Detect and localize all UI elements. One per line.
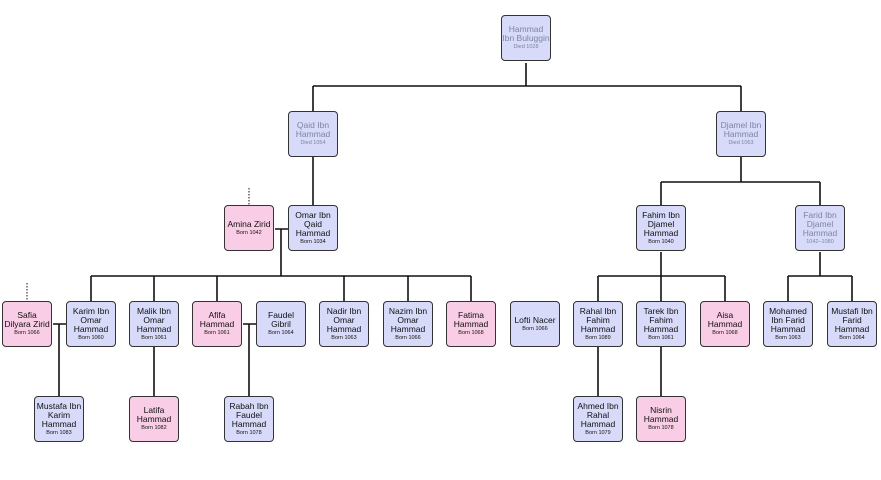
- person-date: Born 1066: [522, 325, 548, 332]
- person-name: Rahal Ibn Fahim Hammad: [579, 305, 617, 334]
- person-card-farid-ibn-djamel-hammad[interactable]: Farid Ibn Djamel Hammad 1042–1080: [795, 205, 845, 251]
- person-card-qaid-ibn-hammad[interactable]: Qaid Ibn Hammad Died 1054: [288, 111, 338, 157]
- person-name: Fahim Ibn Djamel Hammad: [642, 209, 680, 238]
- person-date: Born 1064: [839, 334, 865, 341]
- person-date: Died 1054: [300, 140, 326, 146]
- person-name: Fatima Hammad: [453, 310, 489, 329]
- person-name: Mohamed Ibn Farid Hammad: [769, 305, 807, 334]
- person-name: Nadir Ibn Omar Hammad: [326, 305, 362, 334]
- person-name: Malik Ibn Omar Hammad: [136, 305, 172, 334]
- person-name: Latifa Hammad: [136, 405, 172, 424]
- person-name: Omar Ibn Qaid Hammad: [295, 209, 331, 238]
- person-name: Farid Ibn Djamel Hammad: [802, 209, 838, 238]
- person-date: Born 1042: [236, 229, 262, 236]
- person-card-malik-ibn-omar-hammad[interactable]: Malik Ibn Omar Hammad Born 1061: [129, 301, 179, 347]
- person-card-ahmed-ibn-rahal-hammad[interactable]: Ahmed Ibn Rahal Hammad Born 1079: [573, 396, 623, 442]
- person-date: Born 1063: [775, 334, 801, 341]
- person-name: Rabah Ibn Faudel Hammad: [229, 400, 269, 429]
- person-date: Born 1060: [78, 334, 104, 341]
- person-card-afifa-hammad[interactable]: Afifa Hammad Born 1061: [192, 301, 242, 347]
- person-date: Born 1040: [648, 238, 674, 245]
- person-name: Faudel Gibril: [268, 310, 294, 329]
- person-card-mustafi-ibn-farid-hammad[interactable]: Mustafi Ibn Farid Hammad Born 1064: [827, 301, 877, 347]
- person-date: Born 1066: [14, 330, 40, 336]
- person-date: Died 1028: [513, 44, 539, 50]
- person-name: Djamel Ibn Hammad: [720, 120, 762, 139]
- person-date: Born 1068: [712, 330, 738, 336]
- person-card-aisa-hammad[interactable]: Aisa Hammad Born 1068: [700, 301, 750, 347]
- person-card-djamel-ibn-hammad[interactable]: Djamel Ibn Hammad Died 1063: [716, 111, 766, 157]
- person-card-faudel-gibril[interactable]: Faudel Gibril Born 1064: [256, 301, 306, 347]
- person-date: Born 1083: [46, 429, 72, 436]
- person-date: Born 1082: [141, 425, 167, 431]
- person-card-mustafa-ibn-karim-hammad[interactable]: Mustafa Ibn Karim Hammad Born 1083: [34, 396, 84, 442]
- person-card-nisrin-hammad[interactable]: Nisrin Hammad Born 1078: [636, 396, 686, 442]
- person-name: Afifa Hammad: [199, 310, 235, 329]
- person-name: Safia Dilyara Zirid: [4, 310, 50, 329]
- person-card-amina-zirid[interactable]: Amina Zirid Born 1042: [224, 205, 274, 251]
- person-name: Karim Ibn Omar Hammad: [72, 305, 110, 334]
- person-card-safia-dilyara-zirid[interactable]: Safia Dilyara Zirid Born 1066: [2, 301, 52, 347]
- person-card-tarek-ibn-fahim-hammad[interactable]: Tarek Ibn Fahim Hammad Born 1061: [636, 301, 686, 347]
- person-date: Born 1079: [585, 429, 611, 436]
- person-name: Aisa Hammad: [707, 310, 743, 329]
- person-date: Born 1061: [204, 330, 230, 336]
- person-card-nadir-ibn-omar-hammad[interactable]: Nadir Ibn Omar Hammad Born 1063: [319, 301, 369, 347]
- person-card-rahal-ibn-fahim-hammad[interactable]: Rahal Ibn Fahim Hammad Born 1089: [573, 301, 623, 347]
- person-card-omar-ibn-qaid-hammad[interactable]: Omar Ibn Qaid Hammad Born 1034: [288, 205, 338, 251]
- person-date: Born 1078: [236, 429, 262, 436]
- person-date: Born 1066: [395, 334, 421, 341]
- person-date: Born 1078: [648, 425, 674, 431]
- person-name: Qaid Ibn Hammad: [295, 120, 331, 139]
- person-card-hammad-ibn-buluggin[interactable]: Hammad Ibn Buluggin Died 1028: [501, 15, 551, 61]
- person-date: Died 1063: [728, 140, 754, 146]
- person-name: Nisrin Hammad: [643, 405, 679, 424]
- person-name: Amina Zirid: [227, 218, 271, 229]
- person-date: Born 1064: [268, 330, 294, 336]
- person-date: Born 1063: [331, 334, 357, 341]
- person-date: Born 1034: [300, 238, 326, 245]
- person-name: Nazim Ibn Omar Hammad: [388, 305, 428, 334]
- person-name: Ahmed Ibn Rahal Hammad: [577, 400, 619, 429]
- person-card-karim-ibn-omar-hammad[interactable]: Karim Ibn Omar Hammad Born 1060: [66, 301, 116, 347]
- person-name: Mustafi Ibn Farid Hammad: [831, 305, 873, 334]
- person-date: Born 1068: [458, 330, 484, 336]
- person-card-fahim-ibn-djamel-hammad[interactable]: Fahim Ibn Djamel Hammad Born 1040: [636, 205, 686, 251]
- person-name: Tarek Ibn Fahim Hammad: [643, 305, 679, 334]
- person-card-fatima-hammad[interactable]: Fatima Hammad Born 1068: [446, 301, 496, 347]
- person-card-rabah-ibn-faudel-hammad[interactable]: Rabah Ibn Faudel Hammad Born 1078: [224, 396, 274, 442]
- person-date: Born 1061: [648, 334, 674, 341]
- person-name: Lofti Nacer: [514, 314, 556, 325]
- person-name: Hammad Ibn Buluggin: [502, 24, 550, 43]
- person-date: Born 1061: [141, 334, 167, 341]
- person-date: Born 1089: [585, 334, 611, 341]
- person-card-mohamed-ibn-farid-hammad[interactable]: Mohamed Ibn Farid Hammad Born 1063: [763, 301, 813, 347]
- person-card-lofti-nacer[interactable]: Lofti Nacer Born 1066: [510, 301, 560, 347]
- person-name: Mustafa Ibn Karim Hammad: [36, 400, 82, 429]
- person-card-latifa-hammad[interactable]: Latifa Hammad Born 1082: [129, 396, 179, 442]
- person-date: 1042–1080: [806, 238, 834, 245]
- person-card-nazim-ibn-omar-hammad[interactable]: Nazim Ibn Omar Hammad Born 1066: [383, 301, 433, 347]
